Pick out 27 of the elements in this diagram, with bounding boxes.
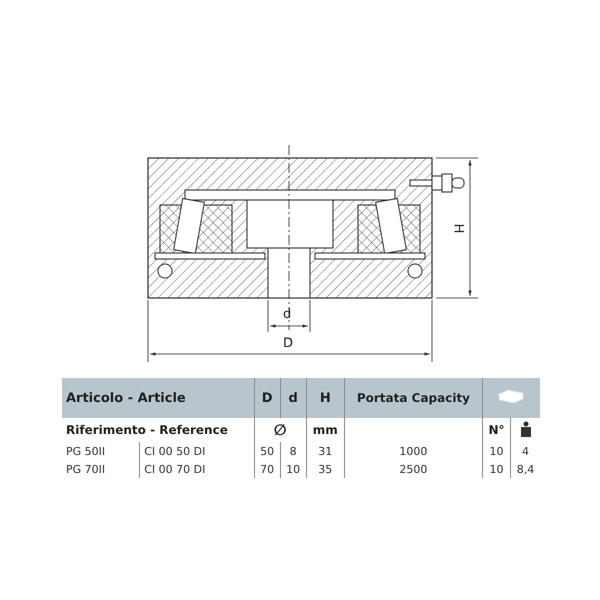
dimension-label: D <box>283 337 294 350</box>
table-value: 31 <box>306 442 344 460</box>
table-value: 10 <box>482 442 511 460</box>
reference-code: CI 00 50 DI <box>140 442 254 460</box>
subheader-text: Riferimento - Reference <box>62 418 254 442</box>
table-value: 35 <box>306 460 344 478</box>
column-header: d <box>280 378 306 418</box>
article-code: PG 50II <box>62 442 140 460</box>
unit-text: N° <box>482 418 511 442</box>
table-value: 10 <box>280 460 306 478</box>
unit-text: mm <box>306 418 344 442</box>
reference-code: CI 00 70 DI <box>140 460 254 478</box>
column-header: H <box>306 378 344 418</box>
table-value: 10 <box>482 460 511 478</box>
table-value: 2500 <box>344 460 482 478</box>
table-value: 8,4 <box>510 460 540 478</box>
column-header: D <box>254 378 280 418</box>
table-value: 8 <box>280 442 306 460</box>
table-value: 70 <box>254 460 280 478</box>
article-code: PG 70II <box>62 460 140 478</box>
column-header: Articolo - Article <box>62 378 254 418</box>
dimension-label: H <box>451 224 464 234</box>
table-value: 50 <box>254 442 280 460</box>
column-header: Portata Capacity <box>344 378 482 418</box>
table-value: 4 <box>510 442 540 460</box>
dimension-label: d <box>283 308 292 321</box>
table-value: 1000 <box>344 442 482 460</box>
